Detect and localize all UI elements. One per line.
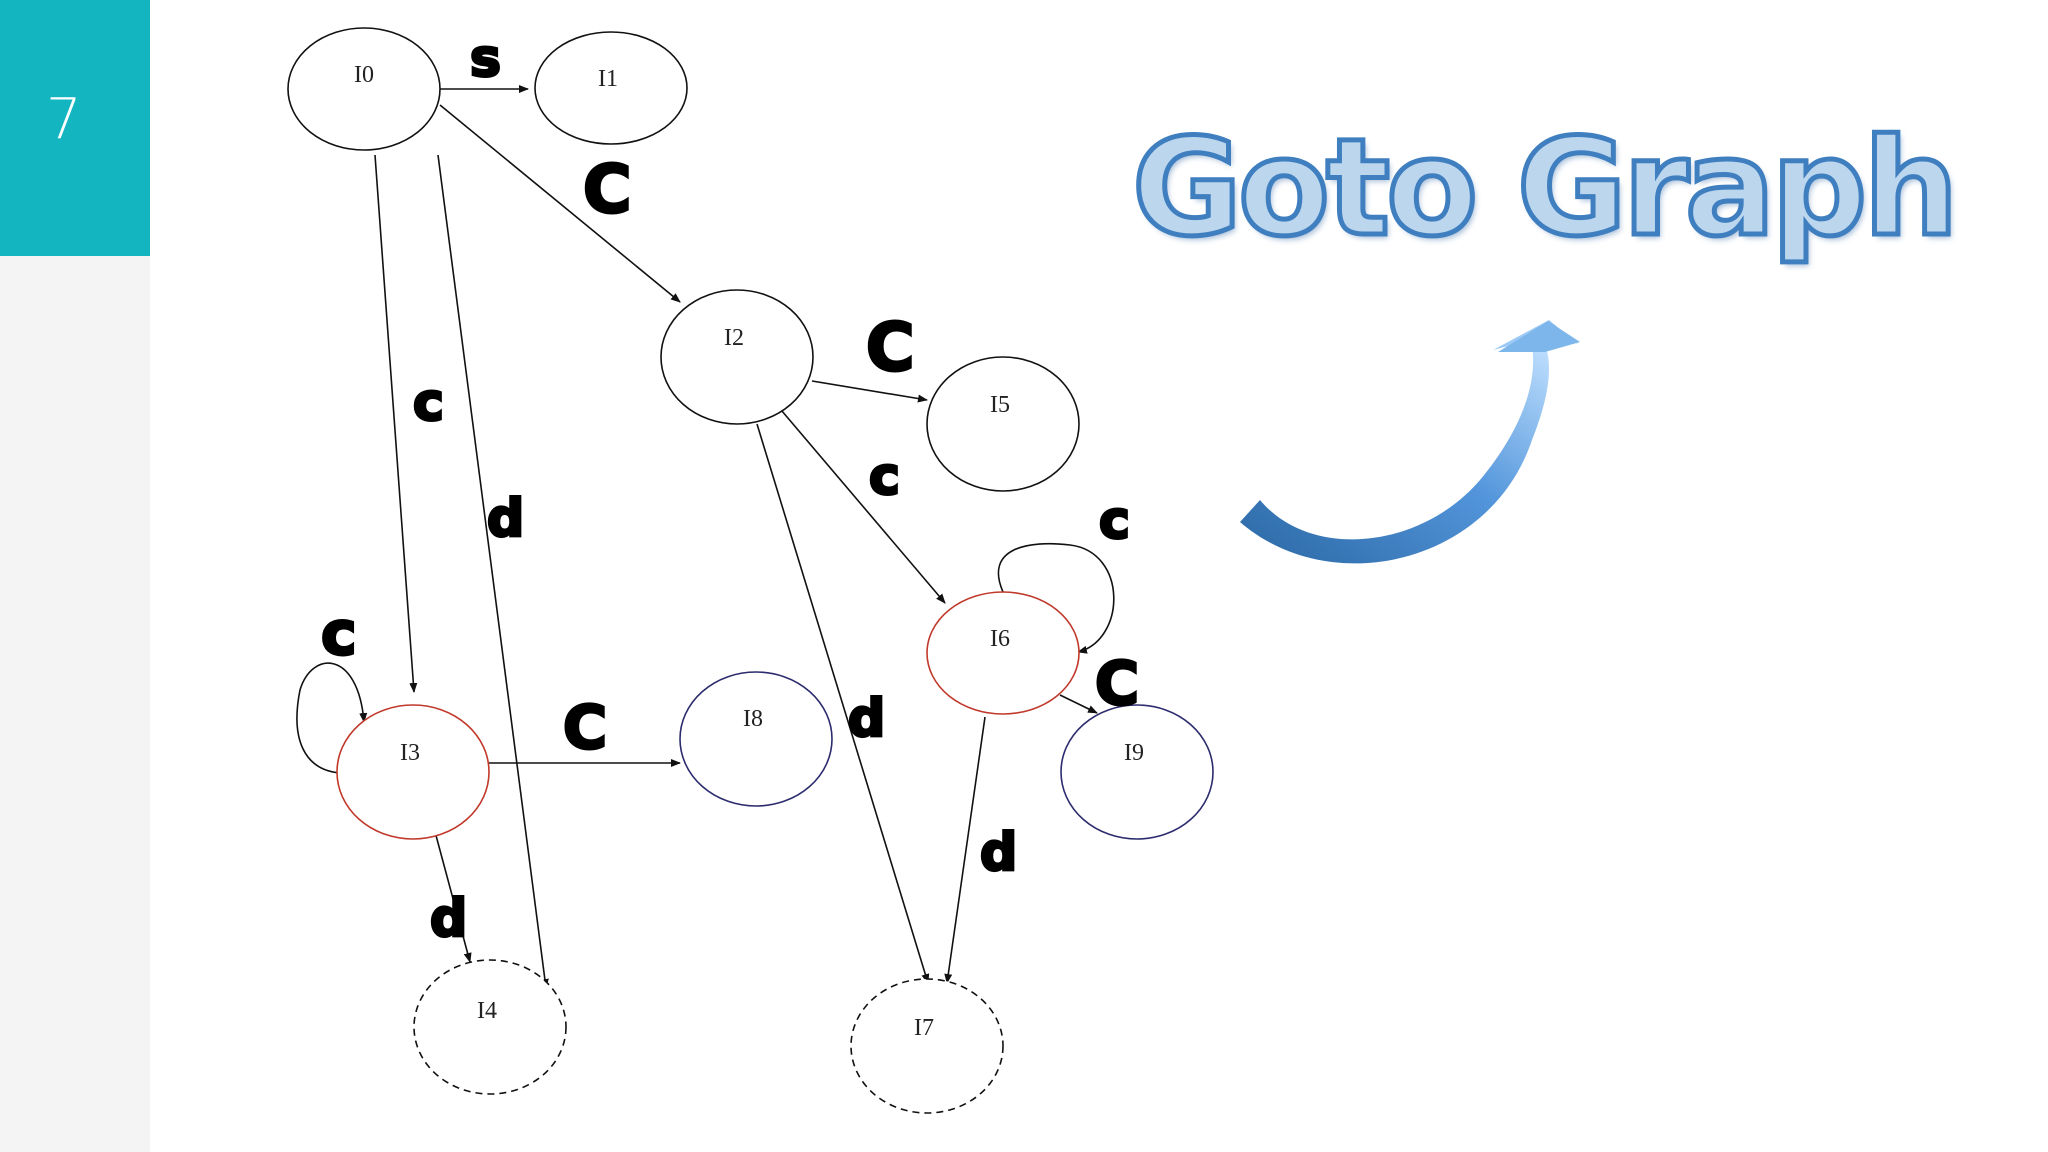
edge-label-i2-i7: d — [848, 689, 885, 749]
edge-i3-i4 — [433, 827, 472, 963]
svg-text:I5: I5 — [990, 392, 1010, 418]
edge-i2-i7 — [756, 423, 930, 984]
node-i4: I4 — [413, 959, 567, 1095]
edge-label-i0-i4: d — [487, 489, 524, 549]
edge-i3-loop — [296, 662, 368, 774]
node-i5: I5 — [926, 356, 1080, 492]
edge-i0-i4 — [437, 154, 549, 989]
node-i0: I0 — [287, 27, 441, 151]
svg-text:I3: I3 — [400, 740, 420, 766]
node-i9: I9 — [1060, 704, 1214, 840]
slide-number-tile: 7 — [0, 0, 150, 256]
edge-label-i2-i6: c — [869, 447, 900, 507]
edge-i6-i7 — [944, 716, 986, 984]
svg-text:I4: I4 — [477, 998, 497, 1024]
slide-title: Goto Graph — [1130, 108, 1962, 269]
edge-i0-i3 — [374, 154, 418, 693]
edge-label-i6-i9: C — [1095, 649, 1139, 719]
svg-text:I7: I7 — [914, 1015, 934, 1041]
edge-i2-i6 — [775, 403, 946, 604]
svg-text:I6: I6 — [990, 626, 1010, 652]
node-i2: I2 — [660, 289, 814, 425]
slide-number: 7 — [46, 87, 82, 152]
svg-text:I8: I8 — [743, 706, 763, 732]
curved-arrow-icon — [1240, 320, 1580, 564]
node-i1: I1 — [534, 31, 688, 145]
svg-text:I1: I1 — [598, 66, 618, 92]
edge-label-i0-i2: C — [583, 151, 631, 228]
edge-label-i6-loop: c — [1099, 491, 1130, 551]
edge-i2-i5 — [811, 380, 928, 403]
edge-label-i3-i4: d — [430, 889, 467, 949]
svg-text:I9: I9 — [1124, 740, 1144, 766]
svg-text:I0: I0 — [354, 62, 374, 88]
edge-label-i6-i7: d — [980, 823, 1017, 883]
node-i6: I6 — [926, 591, 1080, 715]
edge-i6-i9 — [1059, 694, 1098, 714]
edge-label-i3-i8: C — [563, 693, 607, 763]
edge-label-i0-i3: c — [413, 373, 444, 433]
svg-text:I2: I2 — [724, 325, 744, 351]
edge-label-s: s — [470, 29, 501, 89]
edge-label-i2-i5: C — [866, 309, 914, 386]
node-i3: I3 — [336, 704, 490, 840]
node-i7: I7 — [850, 978, 1004, 1114]
edge-label-i3-loop: c — [321, 599, 357, 669]
node-i8: I8 — [679, 671, 833, 807]
edge-i6-loop — [997, 542, 1115, 654]
edge-i0-i2 — [439, 104, 681, 303]
